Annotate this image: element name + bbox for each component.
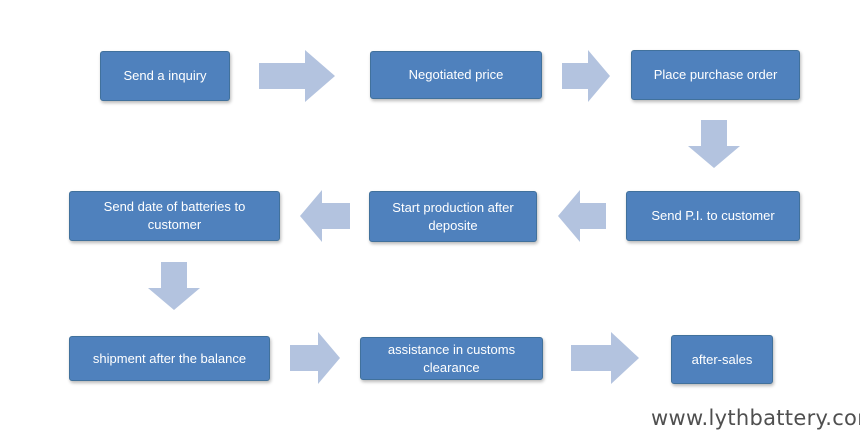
step-negotiated-price: Negotiated price: [370, 51, 542, 99]
step-shipment-after-balance: shipment after the balance: [69, 336, 270, 381]
step-label: Start production after deposite: [392, 199, 513, 235]
step-send-inquiry: Send a inquiry: [100, 51, 230, 101]
step-label: Send a inquiry: [123, 67, 206, 85]
step-label: Send P.I. to customer: [651, 207, 774, 225]
step-send-date-of-batteries: Send date of batteries to customer: [69, 191, 280, 241]
step-label: Send date of batteries to customer: [104, 198, 246, 234]
step-start-production: Start production after deposite: [369, 191, 537, 242]
step-label: Negotiated price: [409, 66, 504, 84]
arrow-left-icon: [300, 190, 350, 242]
arrow-right-icon: [259, 50, 335, 102]
arrow-right-icon: [571, 332, 639, 384]
arrow-left-icon: [558, 190, 606, 242]
arrow-right-icon: [562, 50, 610, 102]
step-place-purchase-order: Place purchase order: [631, 50, 800, 100]
step-label: after-sales: [692, 351, 753, 369]
step-label: shipment after the balance: [93, 350, 246, 368]
website-watermark: www.lythbattery.com: [651, 406, 860, 430]
step-after-sales: after-sales: [671, 335, 773, 384]
arrow-right-icon: [290, 332, 340, 384]
arrow-down-icon: [688, 120, 740, 168]
step-send-proforma-invoice: Send P.I. to customer: [626, 191, 800, 241]
step-label: assistance in customs clearance: [388, 341, 515, 377]
step-label: Place purchase order: [654, 66, 778, 84]
arrow-down-icon: [148, 262, 200, 310]
step-customs-clearance: assistance in customs clearance: [360, 337, 543, 380]
